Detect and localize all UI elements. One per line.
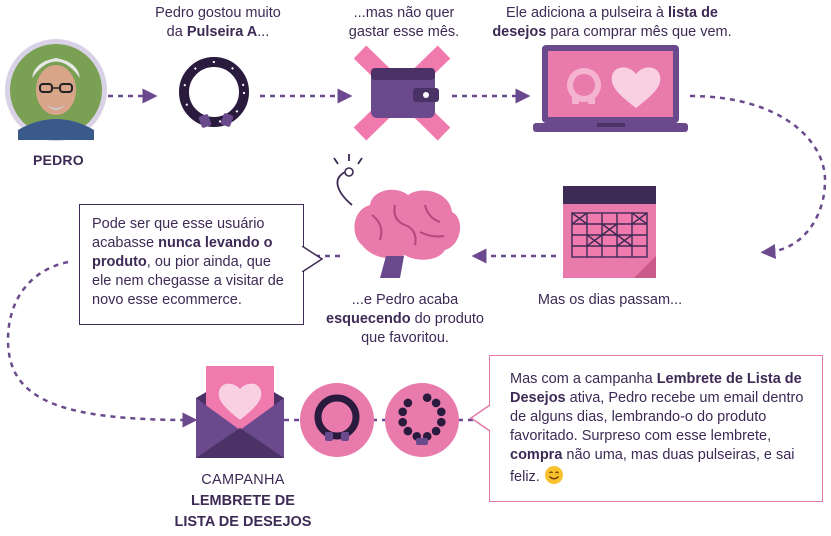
bead-bracelet-badge-icon — [385, 383, 459, 457]
step-3-pre: Ele adiciona a pulseira à — [506, 5, 669, 21]
step-4-caption: Mas os dias passam... — [537, 292, 683, 308]
laptop-wishlist-icon — [533, 45, 688, 132]
bead — [403, 426, 413, 436]
campaign-line3: LISTA DE DESEJOS — [174, 514, 312, 530]
campaign-line1: CAMPANHA — [201, 472, 285, 488]
step-3-bold2: desejos — [492, 24, 547, 40]
step-2-line1: ...mas não quer — [353, 5, 455, 21]
bead — [431, 398, 441, 408]
smiley-icon — [544, 466, 563, 484]
bead — [437, 417, 446, 427]
campaign-label: CAMPANHA LEMBRETE DE LISTA DE DESEJOS — [163, 470, 323, 533]
step-1-mid: da — [166, 24, 187, 40]
step-3-caption: Ele adiciona a pulseira à lista de desej… — [476, 4, 748, 42]
callout-1-pointer — [302, 246, 324, 272]
bead — [431, 426, 441, 436]
callout-1-text-a: Pode ser que esse usuário acabasse — [92, 216, 265, 251]
bead — [398, 407, 408, 417]
person-name: PEDRO — [33, 152, 84, 168]
step-5-mid: do produto — [410, 311, 484, 327]
step-1-ellipsis: ... — [257, 24, 270, 40]
bead — [422, 393, 432, 403]
step-5-line1: ...e Pedro acaba — [351, 292, 459, 308]
step-1-line1: Pedro gostou muito — [155, 5, 281, 21]
step-5-caption: ...e Pedro acaba esquecendo do produto q… — [310, 291, 500, 348]
callout-2-text-b: ativa, Pedro recebe um email dentro de a… — [510, 390, 804, 444]
calendar-icon — [563, 186, 656, 278]
bracelet-badge-icon — [300, 383, 374, 457]
step-3-bold1: lista de — [668, 5, 718, 21]
callout-box-result: Mas com a campanha Lembrete de Lista de … — [489, 355, 823, 502]
step-5-line3: que favoritou. — [361, 330, 449, 346]
bead — [437, 407, 446, 417]
bracelet-icon — [179, 57, 249, 128]
campaign-line2: LEMBRETE DE — [191, 493, 295, 509]
person-photo — [5, 39, 107, 141]
step-5-bold: esquecendo — [326, 311, 411, 327]
callout-1-text-b: , ou pior ainda, que ele nem chegasse a … — [92, 254, 284, 308]
step-1-caption: Pedro gostou muito da Pulseira A... — [138, 4, 298, 42]
bead — [398, 417, 408, 427]
callout-2-pointer — [469, 405, 491, 431]
callout-2-text-a: Mas com a campanha — [510, 371, 657, 387]
step-2-line2: gastar esse mês. — [348, 24, 460, 40]
brain-icon — [333, 154, 461, 278]
step-2-caption: ...mas não quer gastar esse mês. — [334, 4, 474, 42]
callout-1-bold: nunca levando o produto — [92, 235, 273, 270]
callout-2-campaign: Lembrete de Lista de Desejos — [510, 371, 802, 406]
crossed-wallet-icon — [353, 45, 451, 141]
callout-box-warning: Pode ser que esse usuário acabasse nunca… — [79, 204, 304, 325]
callout-2-bold-buy: compra — [510, 447, 563, 463]
step-1-product: Pulseira A — [186, 24, 258, 40]
bead — [403, 398, 413, 408]
callout-2-text-c: não uma, mas duas pulseiras, e sai feliz… — [510, 447, 795, 485]
envelope-heart-icon — [196, 366, 284, 458]
step-3-post: para comprar mês que vem. — [546, 24, 732, 40]
